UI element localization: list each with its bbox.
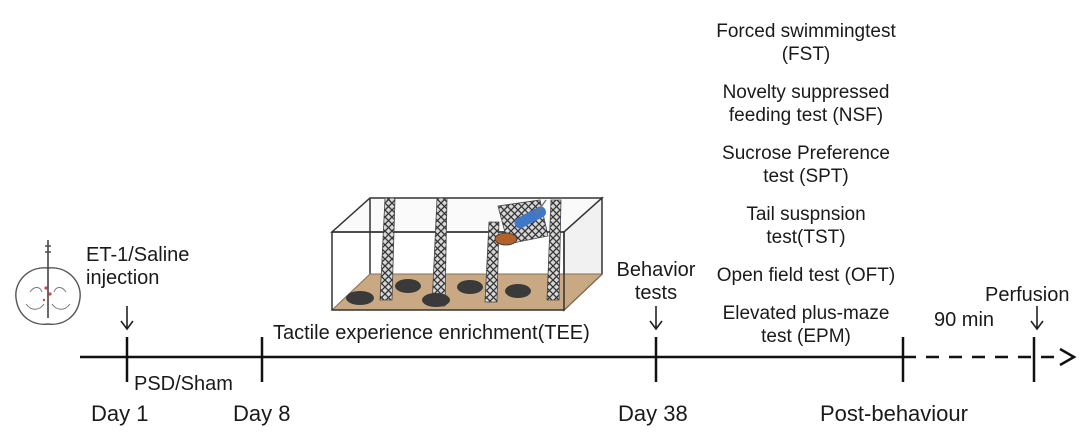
perfusion-label: Perfusion [985, 284, 1070, 306]
day-label-post-behaviour: Post-behaviour [820, 401, 968, 426]
timeline-arrowhead [1059, 347, 1077, 367]
arrow-down-icon [1030, 306, 1044, 331]
day-label-38: Day 38 [618, 401, 688, 426]
behavior-tests-label: Behavior tests [616, 259, 696, 304]
behavior-tests-list: Forced swimmingtest (FST) Novelty suppre… [690, 20, 922, 363]
arrow-down-icon [649, 306, 663, 331]
test-oft: Open field test (OFT) [716, 265, 896, 286]
enrichment-cage-illustration [330, 196, 604, 312]
brain-section-icon [15, 240, 81, 325]
test-spt: Sucrose Preference test (SPT) [722, 143, 890, 187]
psd-sham-label: PSD/Sham [134, 373, 233, 395]
ninety-min-label: 90 min [934, 309, 995, 331]
test-fst: Forced swimmingtest (FST) [716, 21, 896, 65]
test-tst: Tail suspnsion test(TST) [746, 204, 866, 248]
injection-label: ET-1/Saline injection [86, 244, 190, 289]
tee-label: Tactile experience enrichment(TEE) [273, 322, 590, 344]
day-label-8: Day 8 [233, 401, 291, 426]
test-nsf: Novelty suppressed feeding test (NSF) [722, 82, 890, 126]
day-label-1: Day 1 [91, 401, 149, 426]
arrow-down-icon [120, 306, 134, 331]
test-epm: Elevated plus-maze test (EPM) [722, 303, 890, 347]
